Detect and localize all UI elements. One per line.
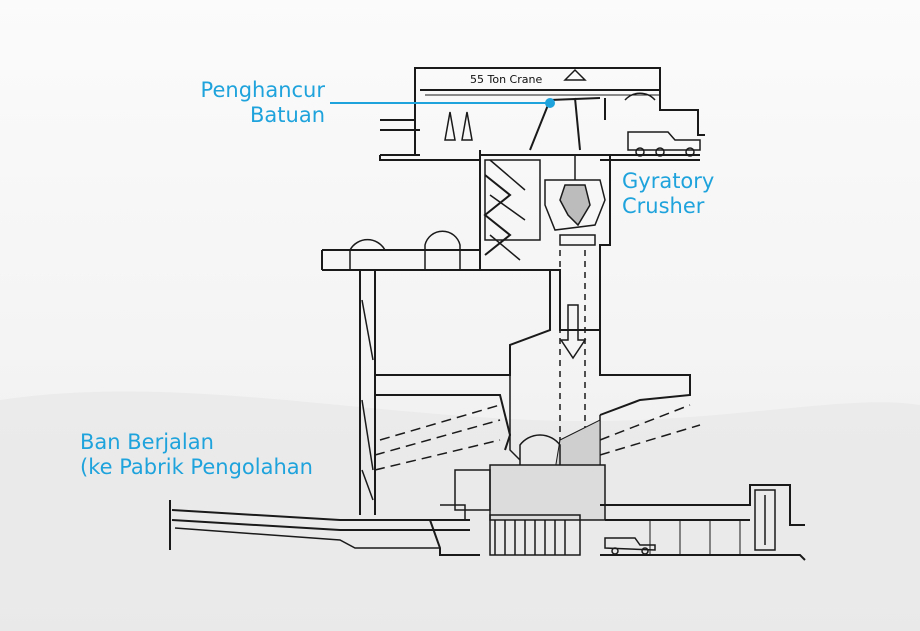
label-gyratory-line2: Crusher — [622, 194, 705, 218]
flow-arrow-icon — [559, 304, 587, 360]
label-ban-line2: (ke Pabrik Pengolahan — [80, 455, 313, 479]
base-machinery — [454, 434, 606, 556]
line-drawing — [169, 67, 806, 561]
upper-floor — [380, 119, 420, 156]
vehicle-icon — [604, 537, 656, 555]
base-floor — [600, 484, 805, 526]
main-building — [359, 270, 376, 515]
label-penghancur-batuan: Penghancur Batuan — [150, 78, 325, 128]
gyratory-crusher — [544, 155, 606, 246]
truck-icon — [627, 131, 701, 157]
crane-trolley — [563, 68, 587, 81]
label-ban-line1: Ban Berjalan — [80, 430, 214, 454]
label-ban-berjalan: Ban Berjalan (ke Pabrik Pengolahan — [80, 430, 313, 480]
label-gyratory-crusher: Gyratory Crusher — [622, 169, 714, 219]
crane-label: 55 Ton Crane — [470, 73, 542, 86]
label-penghancur-line1: Penghancur — [200, 78, 325, 102]
crane-arm — [529, 97, 606, 151]
conveyor-dashed — [374, 404, 501, 471]
label-penghancur-line2: Batuan — [250, 103, 325, 127]
background-wave — [0, 391, 920, 631]
label-gyratory-line1: Gyratory — [622, 169, 715, 193]
mid-platform — [321, 249, 480, 271]
conveyor-belt — [169, 500, 480, 556]
penghancur-marker — [545, 98, 555, 108]
crane-house — [414, 67, 705, 155]
stairs — [483, 174, 512, 256]
